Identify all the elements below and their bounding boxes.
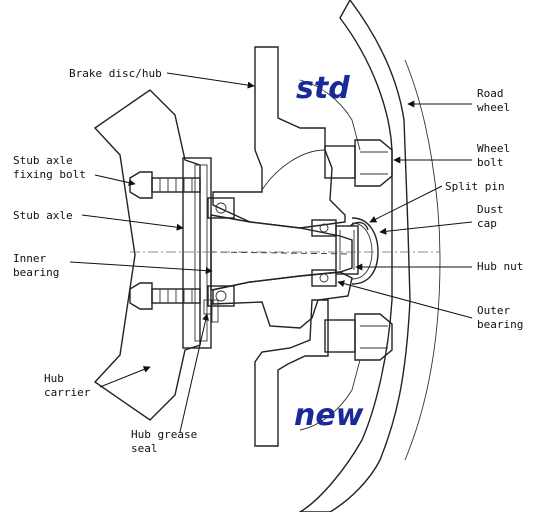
lower-wheel-bolt-head [354, 313, 393, 361]
leader-stub-axle-fixing-bolt [94, 174, 136, 187]
label-inner-bearing-line2: bearing [13, 266, 59, 279]
label-hub-nut: Hub nut [477, 260, 523, 273]
leader-dust-cap [379, 221, 473, 235]
upper-bolt-head [129, 171, 153, 199]
label-dust-cap-line1: Dust [477, 203, 504, 216]
label-outer-bearing-line1: Outer [477, 304, 510, 317]
label-hub-carrier-line2: carrier [44, 386, 91, 399]
std-tag: std [296, 71, 350, 106]
label-brake-disc-hub: Brake disc/hub [69, 67, 162, 80]
leader-outer-bearing [337, 280, 473, 319]
leader-split-pin [369, 185, 443, 223]
hub-carrier-body [93, 89, 201, 421]
wheel-inner-contour [299, 79, 361, 151]
label-hub-grease-seal-line1: Hub grease [131, 428, 197, 441]
label-wheel-bolt-line2: bolt [477, 156, 504, 169]
new-disc-section [254, 299, 329, 447]
label-hub-carrier-line1: Hub [44, 372, 64, 385]
wheel-outer-face [404, 59, 441, 461]
label-outer-bearing-line2: bearing [477, 318, 523, 331]
stub-axle-fixing-bolts [129, 171, 201, 310]
inner-bearing-lower [207, 285, 235, 307]
lower-wheel-bolt-shank [324, 319, 356, 353]
label-road-wheel-line1: Road [477, 87, 504, 100]
lower-bolt-head [129, 282, 153, 310]
wheel-bolts [324, 139, 393, 361]
leader-brake-disc-hub [166, 72, 255, 89]
nut-and-cap [335, 217, 379, 285]
std-disc-hub-section [212, 46, 346, 229]
upper-wheel-bolt-head [354, 139, 393, 187]
label-stub-axle: Stub axle [13, 209, 73, 222]
leader-lines [69, 72, 473, 433]
std-brake-disc-hub [212, 46, 346, 229]
new-tag: new [294, 398, 364, 433]
hub-nut [335, 225, 359, 275]
outer-bearing-upper [311, 219, 337, 237]
leader-hub-carrier [99, 366, 151, 388]
label-inner-bearing-line1: Inner [13, 252, 46, 265]
label-stub-axle-fixing-bolt-line1: Stub axle [13, 154, 73, 167]
new-brake-disc [254, 299, 329, 447]
label-road-wheel-line2: wheel [477, 101, 510, 114]
inner-bearing-upper [207, 197, 235, 219]
outer-bearing-lower [311, 269, 337, 287]
label-wheel-bolt-line1: Wheel [477, 142, 510, 155]
wheel-inner-contour-lower [299, 359, 361, 431]
leader-inner-bearing [69, 261, 213, 275]
leader-stub-axle [81, 214, 184, 231]
label-hub-grease-seal-line2: seal [131, 442, 158, 455]
label-stub-axle-fixing-bolt-line2: fixing bolt [13, 168, 86, 181]
split-pin [349, 221, 369, 231]
leader-hub-grease-seal [179, 313, 210, 433]
label-split-pin: Split pin [445, 180, 505, 193]
label-dust-cap-line2: cap [477, 217, 497, 230]
